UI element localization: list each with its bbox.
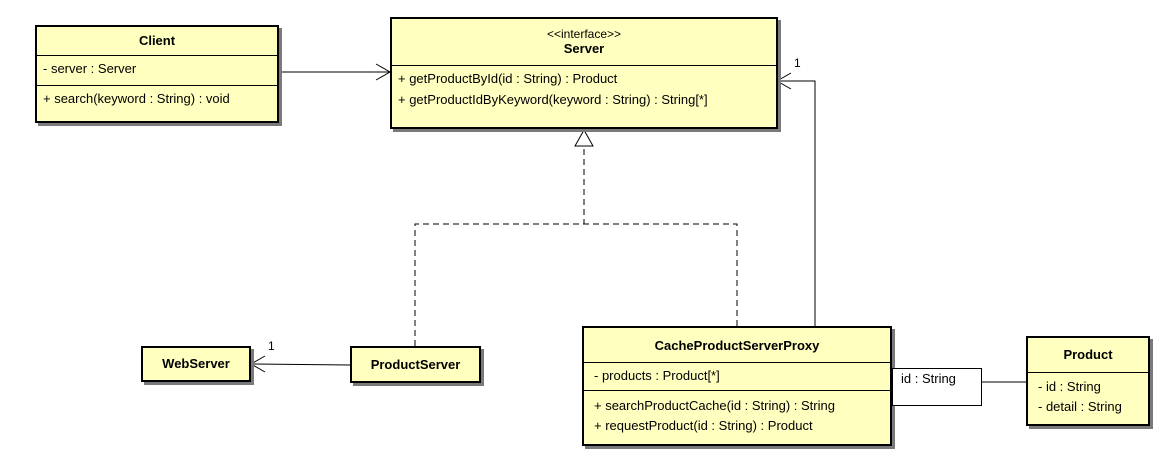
attributes-compartment: - id : String - detail : String (1028, 372, 1148, 417)
class-server[interactable]: <<interface>> Server + getProductById(id… (390, 17, 778, 129)
operations-compartment: + searchProductCache(id : String) : Stri… (584, 390, 890, 436)
productserver-webserver-association (250, 363, 351, 366)
operations-compartment: + getProductById(id : String) : Product … (392, 65, 776, 110)
multiplicity-label: 1 (794, 56, 801, 70)
attribute: - detail : String (1038, 399, 1122, 414)
productserver-webserver-arrowhead (249, 355, 266, 373)
realization-triangle (574, 128, 594, 147)
qualifier-label: id : String (901, 371, 956, 386)
class-client[interactable]: Client - server : Server + search(keywor… (35, 25, 279, 123)
operation: + requestProduct(id : String) : Product (594, 418, 813, 433)
class-name: Product (1063, 347, 1113, 362)
class-webserver[interactable]: WebServer (141, 346, 251, 382)
class-name: Client (138, 33, 176, 48)
class-productserver[interactable]: ProductServer (350, 346, 481, 383)
class-product[interactable]: Product - id : String - detail : String (1026, 336, 1150, 426)
multiplicity-label: 1 (268, 339, 275, 353)
attribute: - id : String (1038, 379, 1101, 394)
class-name: WebServer (162, 356, 230, 371)
operation: + search(keyword : String) : void (43, 91, 230, 106)
proxy-server-association (777, 80, 816, 326)
operation: + getProductById(id : String) : Product (398, 71, 618, 86)
operation: + searchProductCache(id : String) : Stri… (594, 398, 835, 413)
attribute: - server : Server (43, 61, 137, 76)
qualifier-box: id : String (892, 368, 982, 406)
attributes-compartment: - server : Server (37, 55, 277, 85)
stereotype: <<interface>> (546, 27, 622, 41)
operations-compartment: + search(keyword : String) : void (37, 85, 277, 109)
operation: + getProductIdByKeyword(keyword : String… (398, 92, 708, 107)
class-name: CacheProductServerProxy (654, 338, 820, 353)
class-name: ProductServer (370, 357, 461, 372)
attribute: - products : Product[*] (594, 368, 720, 383)
attributes-compartment: - products : Product[*] (584, 362, 890, 390)
productserver-realization (414, 146, 585, 346)
class-name: Server (563, 41, 605, 56)
proxy-realization (584, 223, 738, 326)
class-cacheproductserverproxy[interactable]: CacheProductServerProxy - products : Pro… (582, 326, 892, 446)
